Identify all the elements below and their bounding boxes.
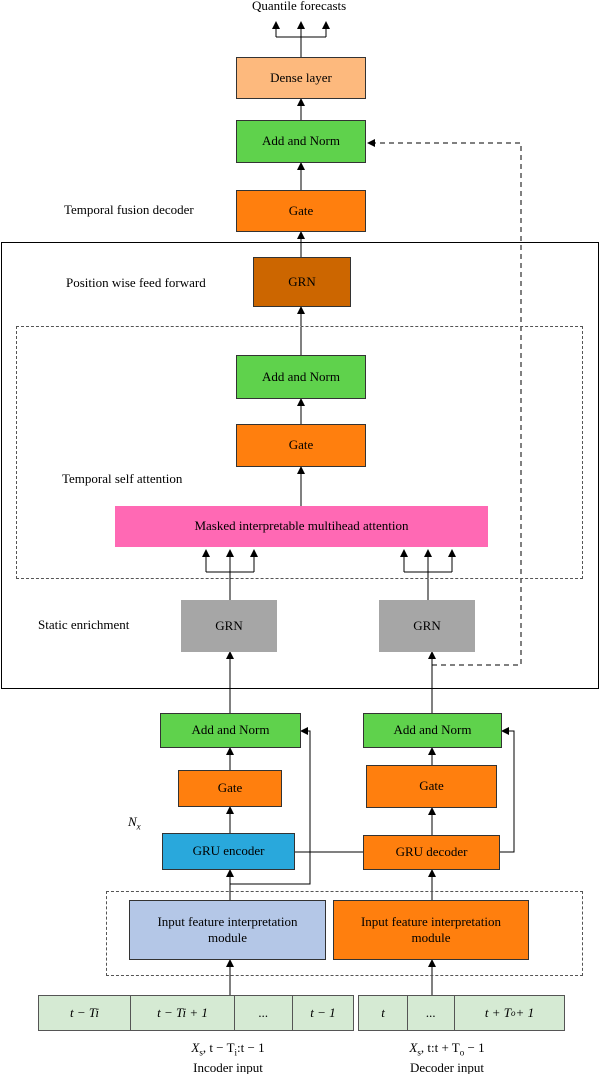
decoder-gate-box: Gate [236,190,366,232]
attention-block-frame [16,326,583,579]
nx-label: Nx [128,814,141,832]
masked-attention-box: Masked interpretable multihead attention [115,506,488,547]
encoder-input-cell: t − 1 [292,995,354,1031]
feed-forward-grn-box: GRN [253,257,351,307]
temporal-fusion-decoder-label: Temporal fusion decoder [64,202,194,217]
decoder-side-add-norm-box: Add and Norm [363,713,502,748]
input-module-frame [106,891,583,976]
encoder-gate-box: Gate [178,770,282,807]
attention-gate-box: Gate [236,424,366,467]
temporal-self-attention-label: Temporal self attention [62,471,183,486]
encoder-input-cell: t − Ti + 1 [130,995,235,1031]
decoder-input-cell: t [358,995,408,1031]
decoder-add-norm-box: Add and Norm [236,120,366,163]
encoder-input-caption: Xs, t − Ti:t − 1 Incoder input [191,1040,265,1074]
decoder-input-caption: Xs, t:t + To − 1 Decoder input [409,1040,485,1074]
decoder-input-module-box: Input feature interpretation module [333,900,529,960]
encoder-input-cell: t − Ti [38,995,131,1031]
encoder-add-norm-box: Add and Norm [160,713,301,748]
decoder-input-cell: ... [407,995,455,1031]
quantile-forecasts-label: Quantile forecasts [252,0,347,13]
gru-encoder-box: GRU encoder [162,833,295,870]
decoder-side-gate-box: Gate [366,765,497,808]
enrichment-grn-right-box: GRN [379,600,475,652]
enrichment-grn-left-box: GRN [181,600,277,652]
dense-layer-box: Dense layer [236,57,366,99]
encoder-input-cell: ... [234,995,293,1031]
gru-decoder-box: GRU decoder [363,835,500,870]
static-enrichment-label: Static enrichment [38,617,130,632]
position-wise-ff-label: Position wise feed forward [66,275,206,290]
decoder-block-frame [1,242,599,689]
encoder-input-module-box: Input feature interpretation module [129,900,326,960]
attention-add-norm-box: Add and Norm [236,355,366,399]
